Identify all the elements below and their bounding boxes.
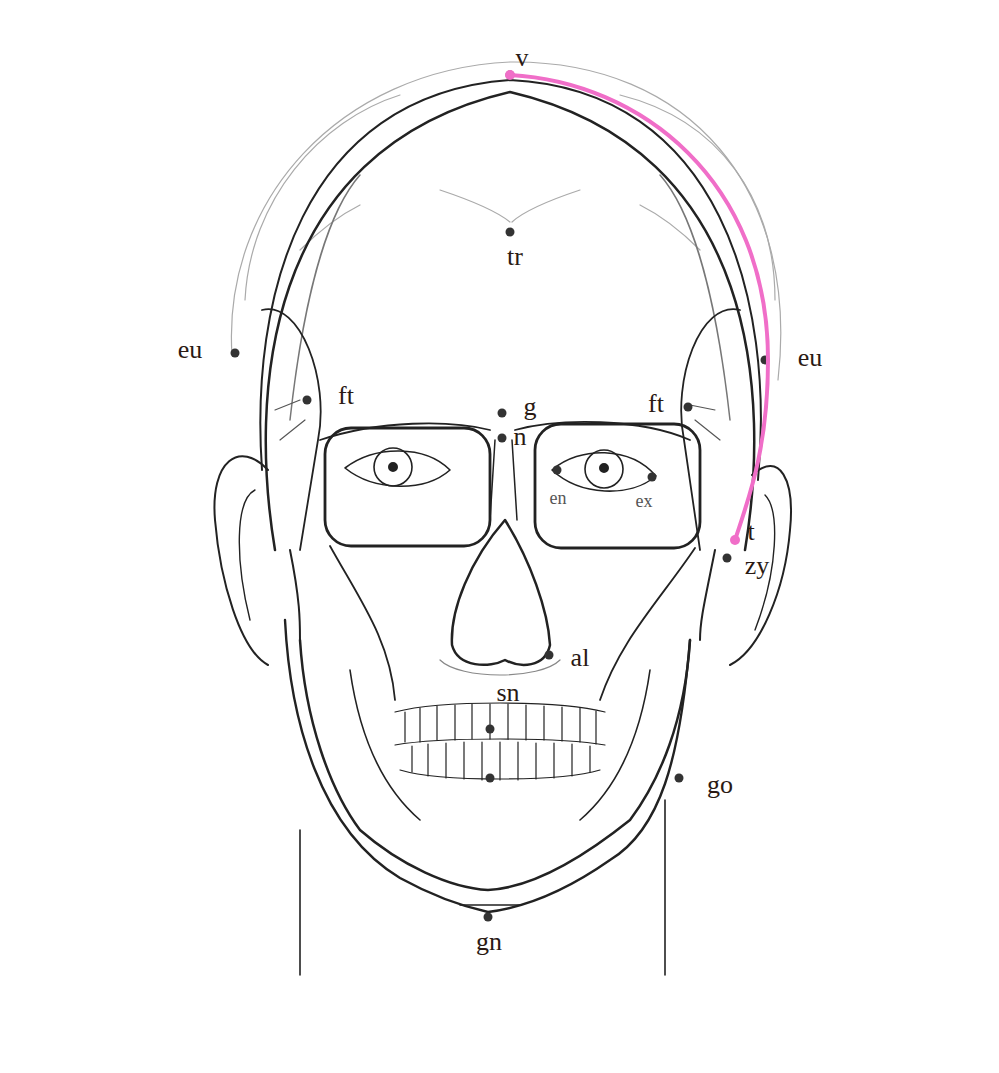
landmark-label: gn <box>476 929 502 955</box>
landmark-label: eu <box>178 337 203 363</box>
landmark-label: t <box>747 519 754 545</box>
landmark-label: ft <box>648 391 664 417</box>
landmark-label: n <box>514 424 527 450</box>
landmark-label: ex <box>636 492 653 510</box>
landmark-label: tr <box>507 244 523 270</box>
landmark-label: zy <box>745 553 770 579</box>
landmark-label: go <box>707 772 733 798</box>
landmark-label: eu <box>798 345 823 371</box>
landmark-label: al <box>571 645 590 671</box>
landmark-label: sn <box>496 680 519 706</box>
landmark-label: g <box>524 394 537 420</box>
landmark-label: v <box>516 45 529 71</box>
landmark-label: en <box>550 489 567 507</box>
landmark-label: ft <box>338 383 354 409</box>
